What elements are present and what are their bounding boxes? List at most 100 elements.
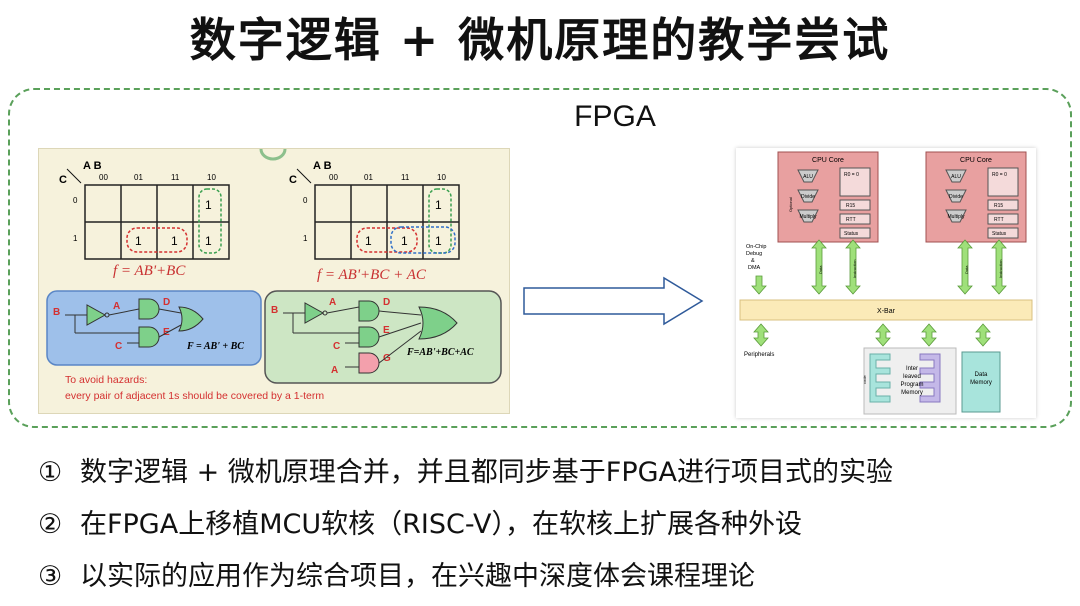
bullet-text: 在FPGA上移植MCU软核（RISC-V），在软核上扩展各种外设 (80, 509, 802, 540)
debug-label: Debug (746, 251, 762, 257)
label-b: B (53, 307, 60, 318)
kmap-left-one: 1 (205, 234, 212, 248)
content-frame (8, 88, 1072, 428)
divide-label: Divide (949, 194, 963, 200)
bullet-text: 以实际的应用作为综合项目，在兴趣中深度体会课程理论 (80, 561, 755, 592)
hazard-note-1: To avoid hazards: (65, 374, 147, 386)
status-label: Status (844, 231, 859, 237)
kmap-right-one: 1 (435, 234, 442, 248)
program-memory-label: Inter (906, 366, 918, 372)
kmap-right: A B C 00 01 11 10 0 1 1 1 1 1 f = AB'+BC… (289, 160, 460, 283)
debug-label: & (751, 258, 755, 264)
peripherals-label: Peripherals (744, 352, 774, 358)
kmap-left-one: 1 (171, 234, 178, 248)
circuit-right-output: F=AB'+BC+AC (406, 347, 474, 358)
circuit-left-output: F = AB' + BC (186, 341, 244, 352)
kmap-left-col-3: 10 (207, 173, 216, 182)
label-g: G (383, 353, 391, 364)
status-label: Status (992, 231, 1007, 237)
kmap-left-row-1: 1 (73, 234, 78, 243)
data-memory: Data Memory (961, 351, 1001, 413)
r0-label: R0 = 0 (992, 172, 1007, 178)
program-memory-label: leaved (903, 374, 921, 380)
kmap-left-formula: f = AB'+BC (113, 263, 186, 279)
kmap-left-col-1: 01 (134, 173, 143, 182)
circuit-right: B A D E G C A F=AB'+BC+AC (264, 290, 502, 384)
kmap-right-one: 1 (365, 234, 372, 248)
circuit-left: B A D E C F = AB' + BC (46, 290, 262, 366)
kmap-left-row-0: 0 (73, 196, 78, 205)
kmap-left-col-0: 00 (99, 173, 108, 182)
instruction-bus-label: Instruction (852, 260, 857, 278)
rtt-label: RTT (846, 217, 856, 223)
label-a: A (113, 301, 120, 312)
tab-decoration (259, 148, 287, 161)
kmap-left-col-2: 11 (171, 173, 180, 182)
rtt-label: RTT (994, 217, 1004, 223)
xbar-bus (739, 299, 1033, 321)
debug-label: On-Chip (746, 244, 766, 250)
alu-label: ALU (951, 174, 961, 180)
label-a: A (331, 365, 338, 376)
divide-label: Divide (801, 194, 815, 200)
bullet-number: ① (38, 457, 63, 488)
r15-label: R15 (994, 203, 1003, 209)
program-memory-label: Program (900, 382, 923, 388)
code-label: code (862, 375, 867, 384)
r15-label: R15 (846, 203, 855, 209)
kmap-right-col-0: 00 (329, 173, 338, 182)
label-d: D (383, 297, 390, 308)
multiply-label: Multiply (800, 214, 817, 220)
cpu-core-1: CPU Core ALU Divide Multiply Optional R0… (777, 151, 879, 243)
bullet-number: ② (38, 509, 63, 540)
xbar-label: X-Bar (877, 308, 896, 315)
bullet-number: ③ (38, 561, 63, 592)
bullet-list: ① 数字逻辑 + 微机原理合并，并且都同步基于FPGA进行项目式的实验 ② 在FPG… (38, 450, 1068, 606)
kmap-right-ab: A B (313, 160, 332, 172)
cpu-core-title: CPU Core (960, 157, 992, 164)
kmap-panel: A B C 00 01 11 10 0 1 1 1 1 1 f = AB'+BC… (38, 148, 510, 414)
kmap-right-col-3: 10 (437, 173, 446, 182)
kmap-right-one: 1 (435, 198, 442, 212)
bullet-text: 数字逻辑 + 微机原理合并，并且都同步基于FPGA进行项目式的实验 (80, 457, 893, 488)
label-b: B (271, 305, 278, 316)
hazard-note-2: every pair of adjacent 1s should be cove… (65, 390, 324, 402)
cpu-core-title: CPU Core (812, 157, 844, 164)
data-memory-label: Data (975, 372, 988, 378)
data-bus-label: Data (964, 265, 969, 274)
bus-arrows (751, 239, 1007, 347)
instruction-bus-label: Instruction (998, 260, 1003, 278)
data-memory-label: Memory (970, 380, 992, 386)
kmap-right-formula: f = AB'+BC + AC (317, 267, 427, 283)
debug-label: DMA (748, 265, 761, 271)
r0-label: R0 = 0 (844, 172, 859, 178)
kmap-left-ab: A B (83, 160, 102, 172)
label-c: C (333, 341, 340, 352)
bullet-item: ② 在FPGA上移植MCU软核（RISC-V），在软核上扩展各种外设 (38, 502, 1068, 554)
kmap-right-one: 1 (401, 234, 408, 248)
multiply-label: Multiply (948, 214, 965, 220)
architecture-panel: CPU Core ALU Divide Multiply Optional R0… (736, 148, 1036, 418)
kmap-right-row-0: 0 (303, 196, 308, 205)
kmap-right-col-1: 01 (364, 173, 373, 182)
right-arrow-icon (523, 276, 704, 326)
kmap-left: A B C 00 01 11 10 0 1 1 1 1 1 f = AB'+BC (59, 160, 230, 279)
kmap-figure: A B C 00 01 11 10 0 1 1 1 1 1 f = AB'+BC… (46, 148, 502, 402)
data-bus-label: Data (818, 265, 823, 274)
bullet-item: ① 数字逻辑 + 微机原理合并，并且都同步基于FPGA进行项目式的实验 (38, 450, 1068, 502)
cpu-core-2: CPU Core ALU Divide Multiply R0 = 0 R15 … (925, 151, 1027, 243)
program-memory-label: Memory (901, 390, 923, 396)
kmap-right-row-1: 1 (303, 234, 308, 243)
kmap-left-one: 1 (205, 198, 212, 212)
page-title: 数字逻辑 + 微机原理的教学尝试 (189, 13, 891, 67)
label-c: C (115, 341, 122, 352)
alu-label: ALU (803, 174, 813, 180)
bullet-item: ③ 以实际的应用作为综合项目，在兴趣中深度体会课程理论 (38, 554, 1068, 606)
fpga-label: FPGA (574, 100, 656, 133)
kmap-left-c: C (59, 174, 67, 186)
kmap-right-col-2: 11 (401, 173, 410, 182)
label-d: D (163, 297, 170, 308)
program-memory: code Inter leaved Program Memory (862, 347, 957, 415)
kmap-right-c: C (289, 174, 297, 186)
pipeline-label: Optional (788, 197, 793, 212)
